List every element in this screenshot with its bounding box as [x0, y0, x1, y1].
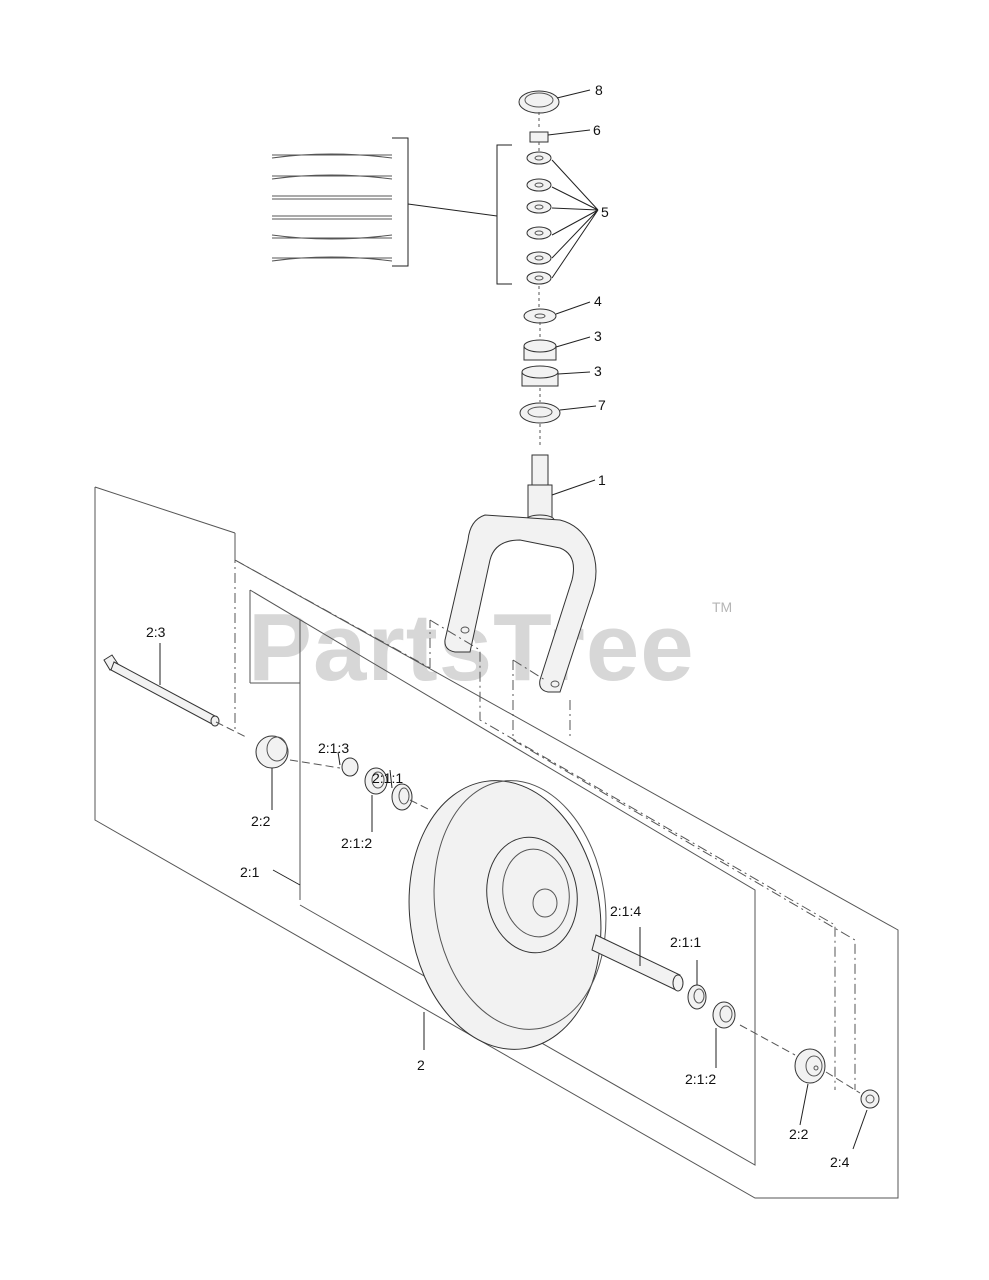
lock-nut-part — [860, 1089, 880, 1109]
callout-7: 7 — [598, 397, 606, 413]
callout-8: 8 — [595, 82, 603, 98]
spacer-right-part — [794, 1048, 826, 1084]
spacer-tube-part — [591, 934, 684, 992]
right-bearing-group — [687, 984, 736, 1029]
callout-2-1-3: 2:1:3 — [318, 740, 349, 756]
caster-fork-part — [444, 454, 597, 693]
leader-lines — [159, 89, 868, 1150]
callout-1: 1 — [598, 472, 606, 488]
callout-2-1-1-right: 2:1:1 — [670, 934, 701, 950]
callout-2-4: 2:4 — [830, 1154, 850, 1170]
nut-part — [529, 131, 549, 143]
callout-2-1: 2:1 — [240, 864, 260, 880]
callout-2-1-1-left: 2:1:1 — [372, 770, 403, 786]
callout-labels: 8 6 5 4 3 3 7 1 2:3 2:2 2:1:3 2:1:1 2:1:… — [146, 82, 850, 1170]
callout-2-2-right: 2:2 — [789, 1126, 809, 1142]
spacer-left-part — [255, 735, 289, 769]
left-bearing-group — [341, 757, 413, 811]
callout-5: 5 — [601, 204, 609, 220]
callout-3-upper: 3 — [594, 328, 602, 344]
callout-2-1-2-left: 2:1:2 — [341, 835, 372, 851]
callout-4: 4 — [594, 293, 602, 309]
bearing-cup-part — [519, 402, 561, 424]
callout-6: 6 — [593, 122, 601, 138]
callout-2-2-left: 2:2 — [251, 813, 271, 829]
callout-2-1-2-right: 2:1:2 — [685, 1071, 716, 1087]
callout-2-3: 2:3 — [146, 624, 166, 640]
dash-phantom-lines — [234, 533, 856, 1090]
spindle-stack — [518, 90, 561, 448]
watermark-trademark: TM — [712, 599, 732, 615]
wheel-tire-part — [408, 780, 607, 1050]
shim-detail-group — [271, 137, 512, 285]
axle-bolt-part — [103, 654, 220, 727]
callout-2: 2 — [417, 1057, 425, 1073]
callout-3-lower: 3 — [594, 363, 602, 379]
thrust-washer-part — [523, 308, 557, 324]
callout-2-1-4: 2:1:4 — [610, 903, 641, 919]
